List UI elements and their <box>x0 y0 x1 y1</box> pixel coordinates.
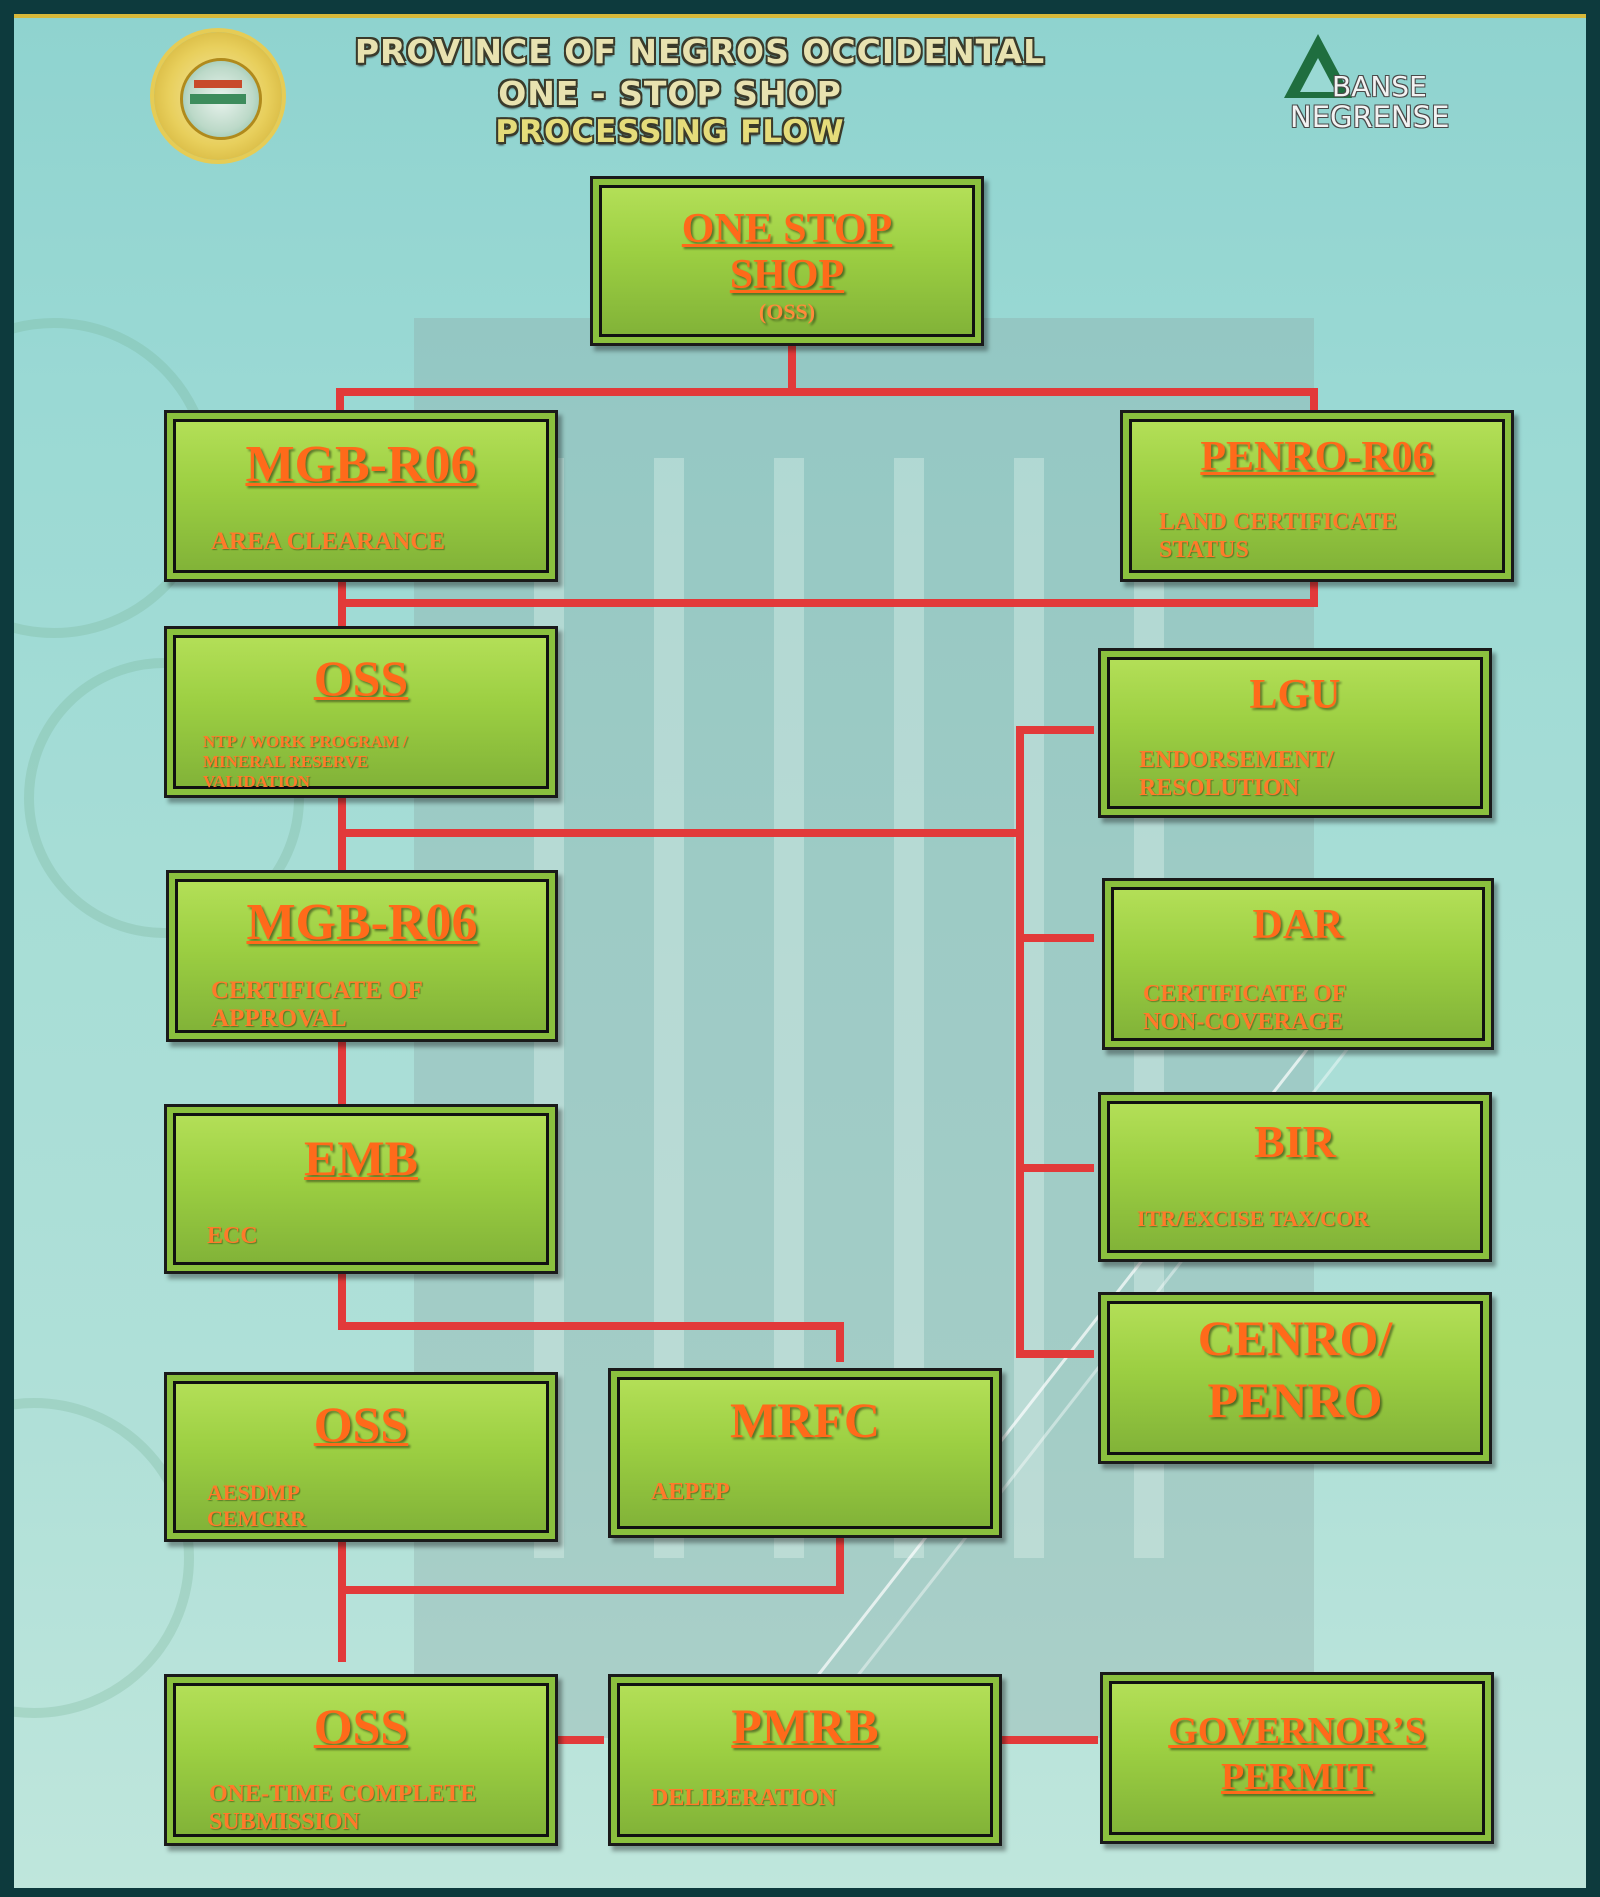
node-desc: AEPEP <box>651 1479 730 1505</box>
node-title: OSS <box>313 1396 409 1452</box>
node-mgb-area-clearance: MGB-R06 AREA CLEARANCE <box>164 410 558 582</box>
node-title: SHOP <box>729 252 845 298</box>
node-title: EMB <box>304 1130 418 1186</box>
node-desc: MINERAL RESERVE <box>203 752 369 771</box>
logo-word-1: BANSE <box>1332 70 1427 103</box>
node-title: PMRB <box>731 1698 879 1754</box>
node-title: GOVERNOR’S <box>1168 1710 1426 1752</box>
connector-penro-return <box>338 576 1318 607</box>
node-desc: SUBMISSION <box>209 1809 360 1835</box>
node-desc: ECC <box>207 1223 258 1249</box>
node-lgu: LGU ENDORSEMENT/ RESOLUTION <box>1098 648 1492 818</box>
node-title: DAR <box>1252 902 1344 948</box>
node-desc: RESOLUTION <box>1139 775 1300 801</box>
node-desc: NON-COVERAGE <box>1143 1009 1344 1035</box>
node-desc: LAND CERTIFICATE <box>1159 509 1398 535</box>
title-line-1: PROVINCE OF NEGROS OCCIDENTAL <box>354 32 1046 71</box>
node-mrfc: MRFC AEPEP <box>608 1368 1002 1538</box>
node-title: PENRO <box>1207 1372 1383 1428</box>
node-oss-ntp: OSS NTP / WORK PROGRAM / MINERAL RESERVE… <box>164 626 558 798</box>
node-dar: DAR CERTIFICATE OF NON-COVERAGE <box>1102 878 1494 1050</box>
title-line-2: ONE - STOP SHOP <box>498 74 842 113</box>
node-desc: AESDMP <box>207 1480 300 1505</box>
node-mgb-certificate-approval: MGB-R06 CERTIFICATE OF APPROVAL <box>166 870 558 1042</box>
node-desc: ONE-TIME COMPLETE <box>209 1781 477 1807</box>
node-title: LGU <box>1249 672 1341 718</box>
node-title: PENRO-R06 <box>1200 434 1434 480</box>
node-oss-final: OSS ONE-TIME COMPLETE SUBMISSION <box>164 1674 558 1846</box>
logo-word-2: NEGRENSE <box>1290 100 1450 134</box>
node-one-stop-shop: ONE STOP SHOP (OSS) <box>590 176 984 346</box>
node-title: MGB-R06 <box>245 436 477 493</box>
node-governors-permit: GOVERNOR’S PERMIT <box>1100 1672 1494 1844</box>
connector-mrfc-down <box>338 1526 844 1594</box>
node-title: BIR <box>1254 1116 1336 1167</box>
node-desc: STATUS <box>1159 537 1249 563</box>
node-desc: CERTIFICATE OF <box>1143 981 1347 1007</box>
node-desc: CERTIFICATE OF <box>211 977 423 1004</box>
connector-mrfc-bar <box>338 1322 844 1362</box>
node-title: OSS <box>313 1698 409 1754</box>
node-cenro-penro: CENRO/ PENRO <box>1098 1292 1492 1464</box>
connector-lines <box>336 340 1318 1744</box>
slide-panel: PROVINCE OF NEGROS OCCIDENTAL ONE - STOP… <box>14 14 1586 1888</box>
node-desc: NTP / WORK PROGRAM / <box>203 732 408 751</box>
node-desc: CEMCRR <box>207 1506 306 1531</box>
node-emb: EMB ECC <box>164 1104 558 1274</box>
node-desc: ITR/EXCISE TAX/COR <box>1137 1206 1370 1231</box>
title-line-3: PROCESSING FLOW <box>495 114 845 150</box>
node-desc: ENDORSEMENT/ <box>1139 747 1334 773</box>
node-title: PERMIT <box>1221 1756 1373 1798</box>
node-penro-r06: PENRO-R06 LAND CERTIFICATE STATUS <box>1120 410 1514 582</box>
node-title: OSS <box>313 650 409 706</box>
node-pmrb: PMRB DELIBERATION <box>608 1674 1002 1846</box>
node-bir: BIR ITR/EXCISE TAX/COR <box>1098 1092 1492 1262</box>
abanse-negrense-logo: BANSE NEGRENSE <box>1276 34 1476 144</box>
node-title: MGB-R06 <box>246 894 478 951</box>
node-oss-aesdmp: OSS AESDMP CEMCRR <box>164 1372 558 1542</box>
node-note: (OSS) <box>758 299 816 324</box>
node-title: MRFC <box>730 1392 880 1448</box>
node-desc: AREA CLEARANCE <box>211 528 446 555</box>
node-desc: APPROVAL <box>211 1005 347 1032</box>
node-desc: VALIDATION <box>203 772 311 791</box>
node-desc: DELIBERATION <box>651 1785 836 1811</box>
node-title: CENRO/ <box>1197 1310 1393 1366</box>
node-title: ONE STOP <box>681 206 893 252</box>
province-seal-icon <box>154 32 282 160</box>
